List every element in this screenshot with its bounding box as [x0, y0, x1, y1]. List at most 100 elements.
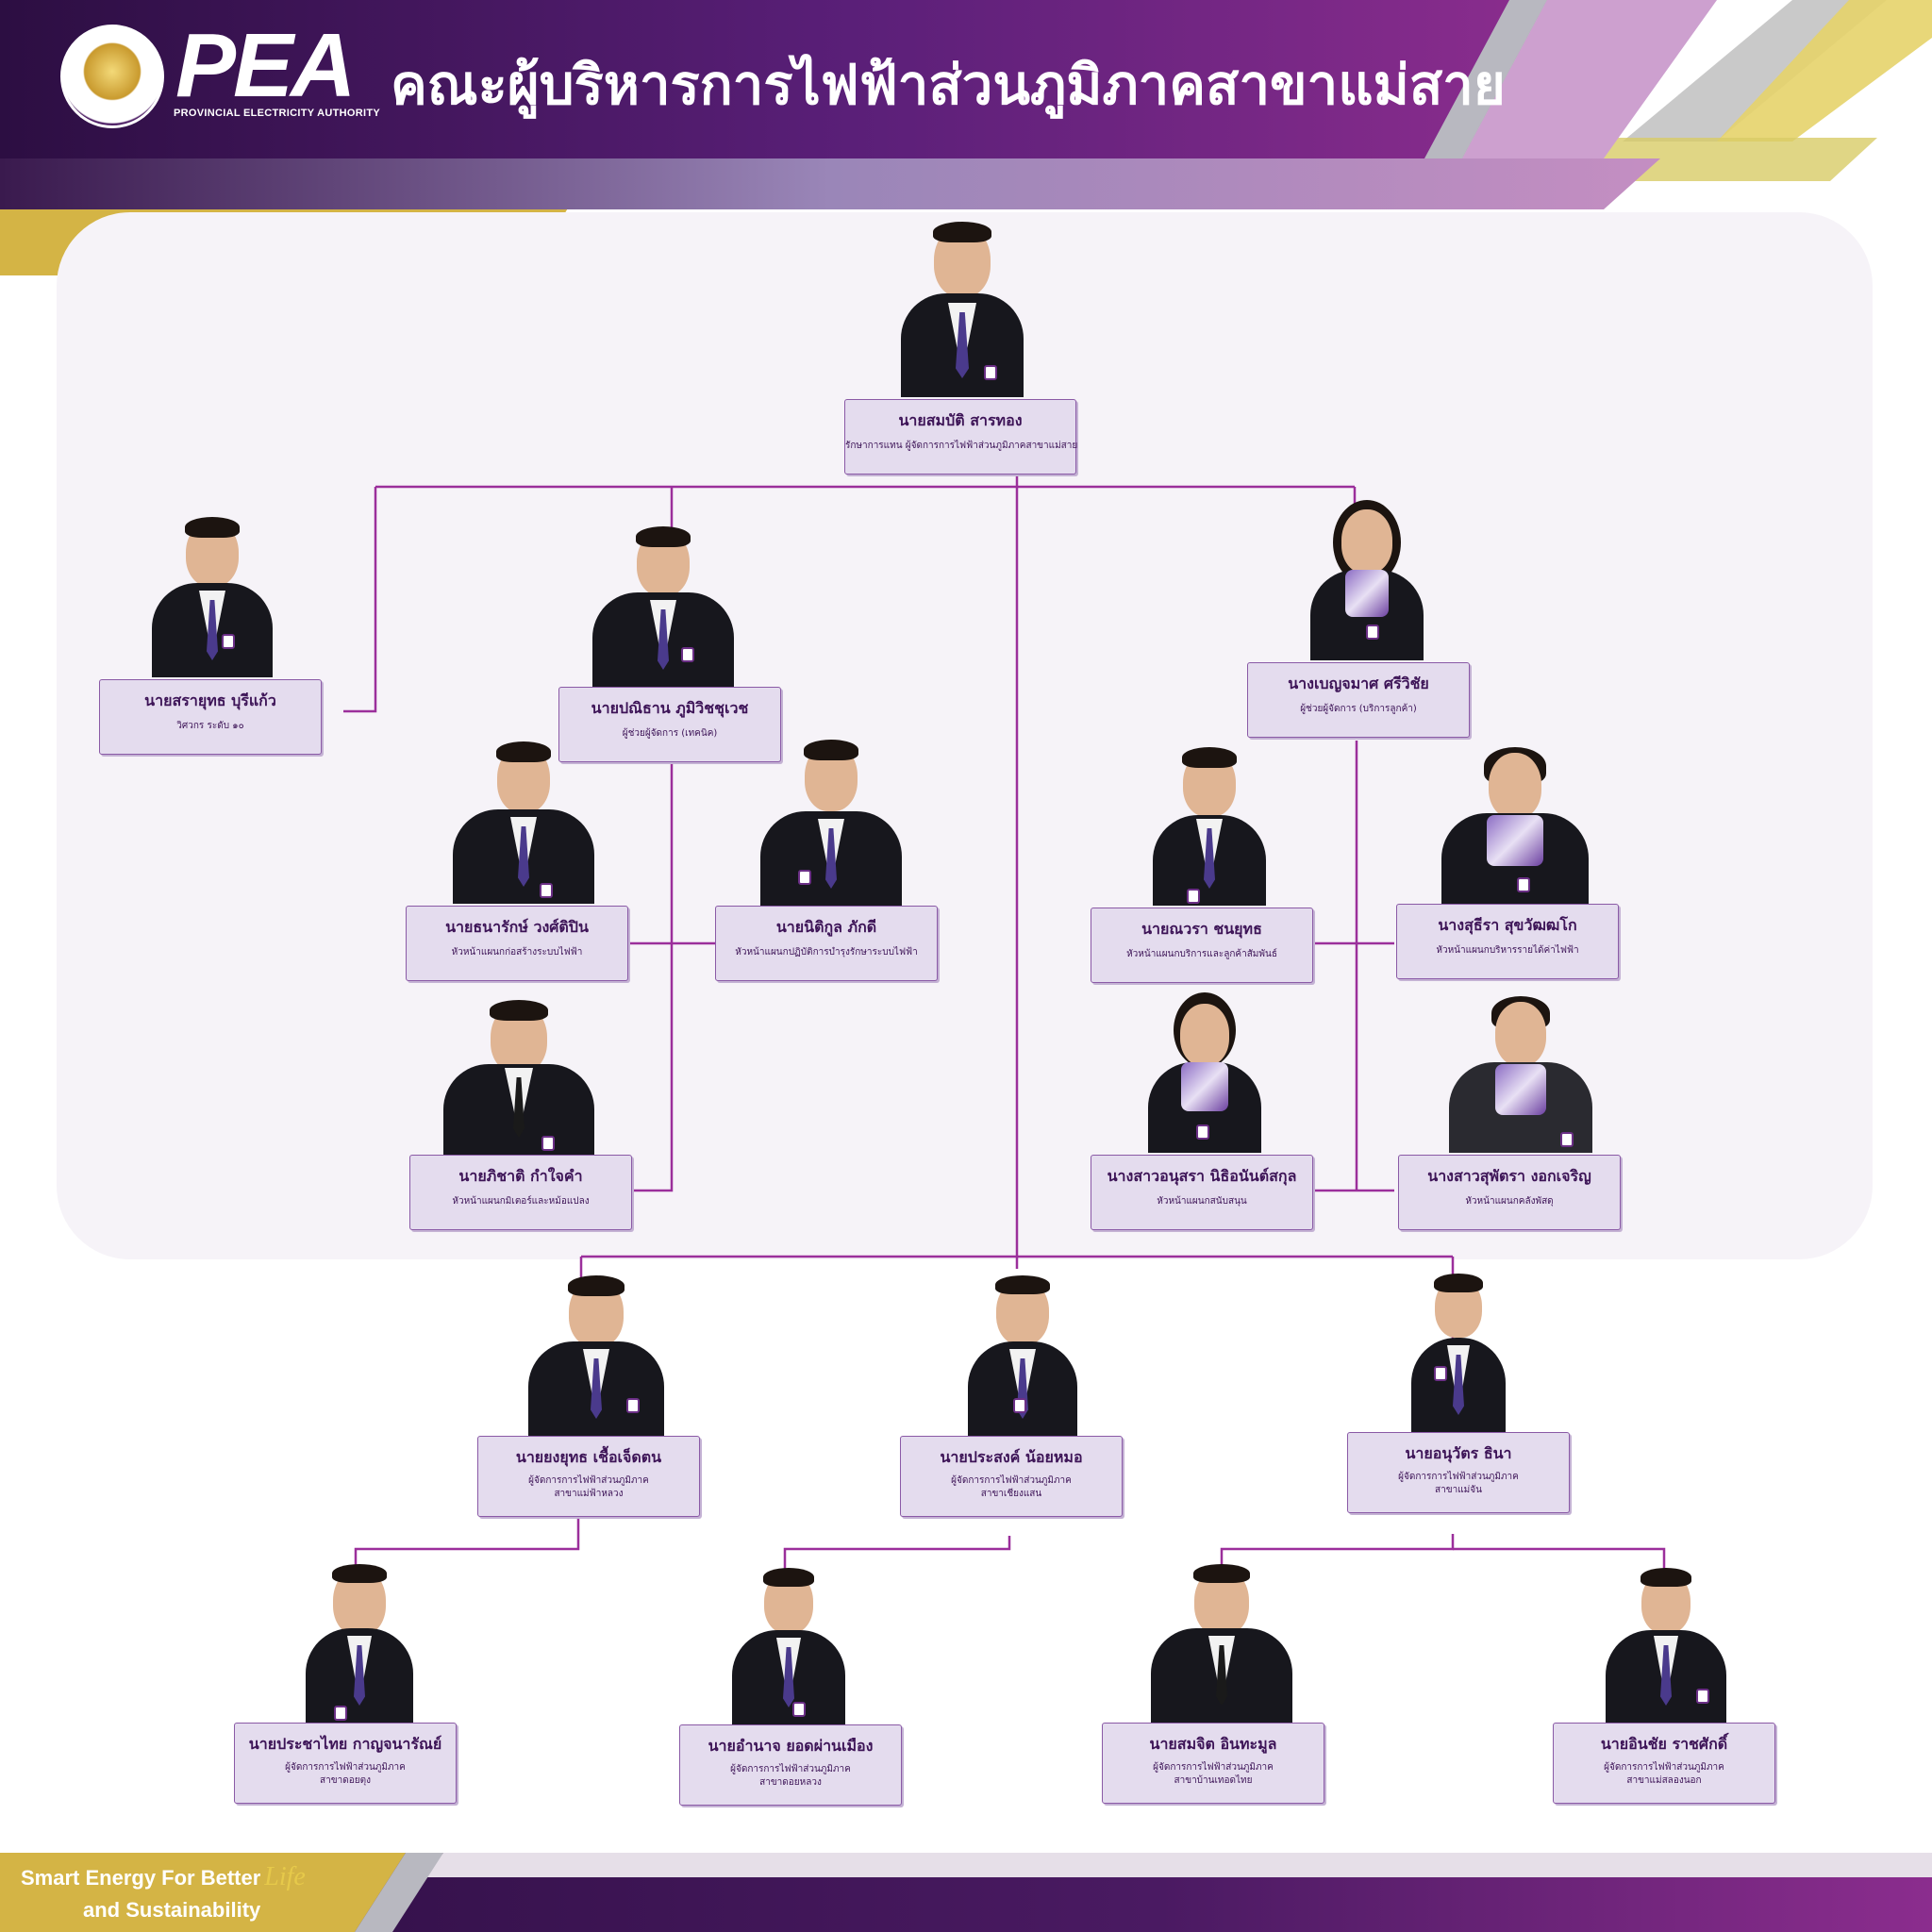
card-branch-doitung: นายประชาไทย กาญจนารัณย์ ผู้จัดการการไฟฟ้…: [234, 1564, 460, 1809]
label-branch-chiangsaen: นายประสงค์ น้อยหมอ ผู้จัดการการไฟฟ้าส่วน…: [900, 1436, 1123, 1517]
card-branch-maesuaynok: นายอินชัย ราชศักดิ์ ผู้จัดการการไฟฟ้าส่ว…: [1553, 1568, 1779, 1809]
card-head-revenue: นางสุธีรา สุขวัฒฒโก หัวหน้าแผนกบริหารราย…: [1396, 747, 1623, 987]
name: นายธนารักษ์ วงศ์ติปิน: [445, 918, 589, 936]
position: ผู้จัดการการไฟฟ้าส่วนภูมิภาค: [528, 1475, 649, 1486]
position: ผู้จัดการการไฟฟ้าส่วนภูมิภาค: [285, 1762, 406, 1773]
position: วิศวกร ระดับ ๑๐: [176, 721, 244, 731]
card-branch-doiluang: นายอำนาจ ยอดผ่านเมือง ผู้จัดการการไฟฟ้าส…: [679, 1568, 906, 1809]
card-asst-manager-customer: นางเบญจมาศ ศรีวิชัย ผู้ช่วยผู้จัดการ (บร…: [1247, 500, 1474, 740]
label-branch-maesuaynok: นายอินชัย ราชศักดิ์ ผู้จัดการการไฟฟ้าส่ว…: [1553, 1723, 1775, 1804]
position: ผู้ช่วยผู้จัดการ (เทคนิค): [622, 728, 718, 739]
label-head-construction: นายธนารักษ์ วงศ์ติปิน หัวหน้าแผนกก่อสร้า…: [406, 906, 628, 981]
card-manager: นายสมบัติ สารทอง รักษาการแทน ผู้จัดการกา…: [844, 222, 1080, 476]
label-head-support: นางสาวอนุสรา นิธิอนันต์สกุล หัวหน้าแผนกส…: [1091, 1155, 1313, 1230]
photo-branch-doitung: [306, 1564, 413, 1723]
card-branch-banthoetthai: นายสมจิต อินทะมูล ผู้จัดการการไฟฟ้าส่วนภ…: [1102, 1564, 1328, 1809]
branch: สาขาแม่สลองนอก: [1626, 1775, 1702, 1786]
card-head-meter: นายภิชาติ กำใจคำ หัวหน้าแผนกมิเตอร์และหม…: [409, 1000, 636, 1240]
photo-engineer: [152, 517, 273, 677]
card-head-maintenance: นายนิติกูล ภักดี หัวหน้าแผนกปฏิบัติการบำ…: [715, 740, 941, 987]
photo-head-service: [1153, 747, 1266, 906]
label-branch-doiluang: นายอำนาจ ยอดผ่านเมือง ผู้จัดการการไฟฟ้าส…: [679, 1724, 902, 1806]
name: นางสาวอนุสรา นิธิอนันต์สกุล: [1107, 1167, 1297, 1185]
name: นายสมจิต อินทะมูล: [1149, 1735, 1277, 1753]
pea-logo-subtitle: PROVINCIAL ELECTRICITY AUTHORITY: [174, 108, 381, 119]
name: นายสมบัติ สารทอง: [898, 411, 1023, 429]
name: นางเบญจมาศ ศรีวิชัย: [1288, 675, 1429, 692]
position: ผู้จัดการการไฟฟ้าส่วนภูมิภาค: [1604, 1762, 1724, 1773]
pea-seal-logo: [60, 25, 164, 128]
card-branch-maefahluang: นายยงยุทธ เชื้อเจ็ดตน ผู้จัดการการไฟฟ้าส…: [477, 1275, 704, 1519]
photo-branch-banthoetthai: [1151, 1564, 1292, 1723]
photo-branch-maefahluang: [528, 1275, 664, 1436]
photo-branch-maesuaynok: [1606, 1568, 1726, 1723]
branch: สาขาดอยหลวง: [759, 1777, 822, 1788]
label-branch-banthoetthai: นายสมจิต อินทะมูล ผู้จัดการการไฟฟ้าส่วนภ…: [1102, 1723, 1324, 1804]
card-head-service: นายณวรา ชนยุทธ หัวหน้าแผนกบริการและลูกค้…: [1091, 747, 1317, 987]
label-head-revenue: นางสุธีรา สุขวัฒฒโก หัวหน้าแผนกบริหารราย…: [1396, 904, 1619, 979]
branch: สาขาแม่ฟ้าหลวง: [554, 1489, 624, 1499]
name: นายสรายุทธ บุรีแก้ว: [144, 691, 276, 709]
pea-logo-text: PEA: [175, 15, 356, 116]
photo-branch-chiangsaen: [968, 1275, 1077, 1436]
label-branch-doitung: นายประชาไทย กาญจนารัณย์ ผู้จัดการการไฟฟ้…: [234, 1723, 457, 1804]
photo-manager: [901, 222, 1024, 397]
label-head-service: นายณวรา ชนยุทธ หัวหน้าแผนกบริการและลูกค้…: [1091, 908, 1313, 983]
photo-head-construction: [453, 741, 594, 904]
position: ผู้จัดการการไฟฟ้าส่วนภูมิภาค: [951, 1475, 1072, 1486]
branch: สาขาแม่จัน: [1435, 1485, 1482, 1495]
name: นายยงยุทธ เชื้อเจ็ดตน: [515, 1448, 662, 1466]
position: ผู้จัดการการไฟฟ้าส่วนภูมิภาค: [1153, 1762, 1274, 1773]
position: หัวหน้าแผนกบริการและลูกค้าสัมพันธ์: [1126, 949, 1277, 959]
position: ผู้ช่วยผู้จัดการ (บริการลูกค้า): [1300, 704, 1417, 714]
branch: สาขาดอยตุง: [320, 1775, 371, 1786]
slogan-line2: and Sustainability: [83, 1898, 261, 1922]
position: รักษาการแทน ผู้จัดการการไฟฟ้าส่วนภูมิภาค…: [845, 441, 1078, 451]
photo-branch-maechan: [1411, 1274, 1506, 1432]
photo-asst-customer: [1307, 500, 1426, 660]
position: หัวหน้าแผนกปฏิบัติการบำรุงรักษาระบบไฟฟ้า: [735, 947, 918, 958]
card-engineer: นายสรายุทธ บุรีแก้ว วิศวกร ระดับ ๑๐: [99, 517, 325, 757]
slogan-text: Smart Energy For Better: [21, 1866, 261, 1890]
name: นางสุธีรา สุขวัฒฒโก: [1438, 916, 1577, 934]
photo-branch-doiluang: [732, 1568, 845, 1724]
position: หัวหน้าแผนกก่อสร้างระบบไฟฟ้า: [451, 947, 583, 958]
position: ผู้จัดการการไฟฟ้าส่วนภูมิภาค: [730, 1764, 851, 1774]
name: นายอำนาจ ยอดผ่านเมือง: [708, 1737, 874, 1755]
photo-head-revenue: [1440, 747, 1591, 904]
name: นายประสงค์ น้อยหมอ: [940, 1448, 1083, 1466]
card-branch-maechan: นายอนุวัตร ธินา ผู้จัดการการไฟฟ้าส่วนภูม…: [1347, 1274, 1574, 1517]
label-branch-maefahluang: นายยงยุทธ เชื้อเจ็ดตน ผู้จัดการการไฟฟ้าส…: [477, 1436, 700, 1517]
position: ผู้จัดการการไฟฟ้าส่วนภูมิภาค: [1398, 1472, 1519, 1482]
card-asst-manager-technical: นายปณิธาน ภูมิวิชชุเวช ผู้ช่วยผู้จัดการ …: [558, 526, 785, 764]
name: นายภิชาติ กำใจคำ: [458, 1167, 583, 1185]
photo-head-warehouse: [1447, 996, 1594, 1153]
label-head-maintenance: นายนิติกูล ภักดี หัวหน้าแผนกปฏิบัติการบำ…: [715, 906, 938, 981]
label-asst-customer: นางเบญจมาศ ศรีวิชัย ผู้ช่วยผู้จัดการ (บร…: [1247, 662, 1470, 738]
name: นางสาวสุพัตรา งอกเจริญ: [1427, 1167, 1591, 1185]
photo-head-support: [1143, 992, 1266, 1153]
label-head-warehouse: นางสาวสุพัตรา งอกเจริญ หัวหน้าแผนกคลังพั…: [1398, 1155, 1621, 1230]
card-branch-chiangsaen: นายประสงค์ น้อยหมอ ผู้จัดการการไฟฟ้าส่วน…: [900, 1275, 1126, 1519]
slogan-life: Life: [264, 1862, 306, 1891]
label-engineer: นายสรายุทธ บุรีแก้ว วิศวกร ระดับ ๑๐: [99, 679, 322, 755]
label-manager: นายสมบัติ สารทอง รักษาการแทน ผู้จัดการกา…: [844, 399, 1078, 475]
position: หัวหน้าแผนกคลังพัสดุ: [1465, 1196, 1554, 1207]
name: นายประชาไทย กาญจนารัณย์: [248, 1735, 442, 1753]
label-asst-technical: นายปณิธาน ภูมิวิชชุเวช ผู้ช่วยผู้จัดการ …: [558, 687, 781, 762]
name: นายนิติกูล ภักดี: [775, 918, 877, 936]
branch: สาขาเชียงแสน: [980, 1489, 1042, 1499]
position: หัวหน้าแผนกมิเตอร์และหม้อแปลง: [452, 1196, 590, 1207]
card-head-warehouse: นางสาวสุพัตรา งอกเจริญ หัวหน้าแผนกคลังพั…: [1398, 996, 1624, 1240]
branch: สาขาบ้านเทอดไทย: [1174, 1775, 1253, 1786]
card-head-construction: นายธนารักษ์ วงศ์ติปิน หัวหน้าแผนกก่อสร้า…: [406, 741, 632, 987]
name: นายณวรา ชนยุทธ: [1141, 920, 1262, 938]
position: หัวหน้าแผนกสนับสนุน: [1157, 1196, 1247, 1207]
name: นายอนุวัตร ธินา: [1405, 1444, 1512, 1462]
photo-head-maintenance: [760, 740, 902, 906]
photo-asst-technical: [592, 526, 734, 687]
name: นายปณิธาน ภูมิวิชชุเวช: [591, 699, 749, 717]
page-title: คณะผู้บริหารการไฟฟ้าส่วนภูมิภาคสาขาแม่สา…: [391, 53, 1506, 117]
